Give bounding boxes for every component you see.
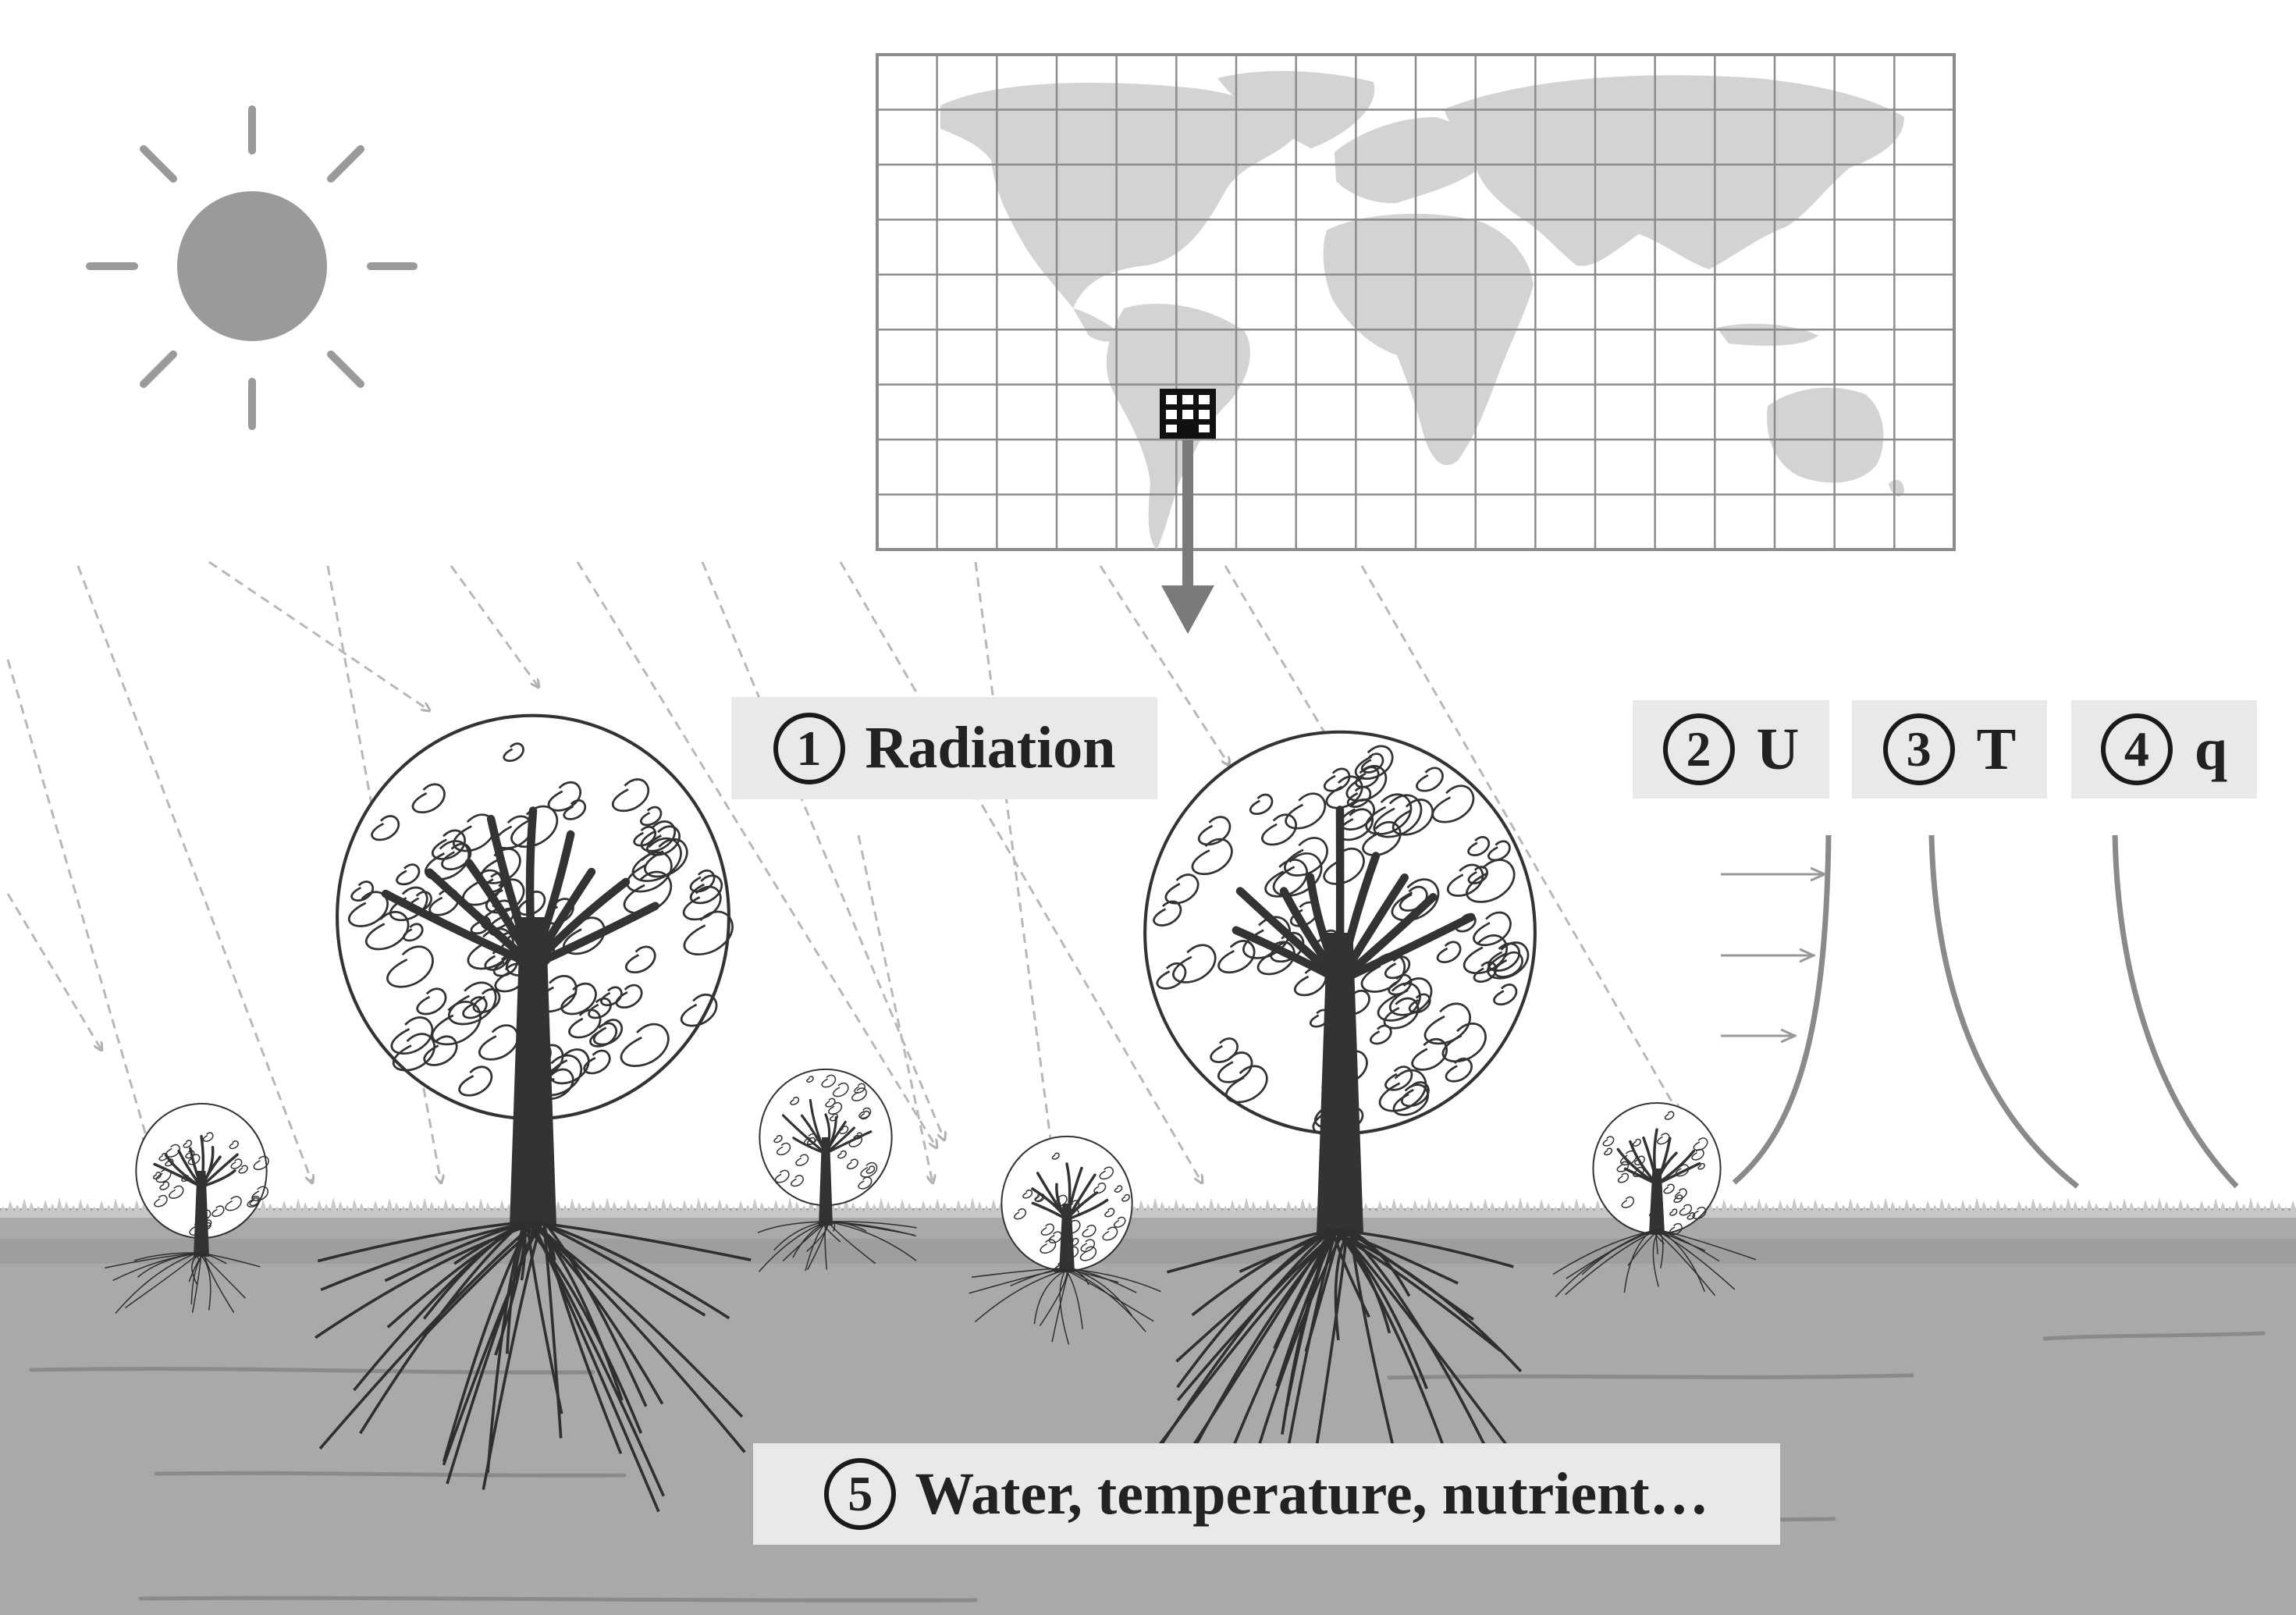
radiation-label-text: Radiation (865, 715, 1116, 781)
soil-factors-label: 5 Water, temperature, nutrient… (753, 1443, 1780, 1545)
wind-label: 2 U (1633, 700, 1829, 799)
atmospheric-profiles (1732, 834, 2239, 1189)
temperature-profile-curve (1928, 834, 2080, 1189)
radiation-ray (450, 565, 538, 687)
radiation-ray (6, 659, 148, 1144)
radiation-ray (76, 565, 312, 1183)
radiation-ray (857, 834, 933, 1183)
radiation-ray (208, 560, 429, 710)
radiation-ray (701, 561, 944, 1140)
wind-vectors (1721, 874, 1825, 1036)
tree-icon (105, 1102, 269, 1314)
tree-icon (757, 1068, 917, 1272)
tree-icon (969, 1135, 1161, 1345)
temperature-label-text: T (1976, 716, 2017, 782)
radiation-ray (839, 561, 1202, 1183)
wind-label-text: U (1756, 716, 1800, 782)
humidity-label: 4 q (2071, 700, 2257, 799)
grid-cell-icon (1160, 389, 1216, 439)
ground (0, 1197, 2296, 1615)
radiation-ray (576, 561, 937, 1147)
radiation-label: 1 Radiation (731, 697, 1157, 799)
sun-icon (86, 105, 418, 430)
vegetation (105, 713, 1757, 1537)
world-map-grid (876, 53, 1956, 551)
label-number-2: 2 (1662, 713, 1735, 785)
radiation-ray (1224, 565, 1335, 749)
radiation-ray (6, 893, 101, 1050)
downscale-arrow (1161, 440, 1214, 634)
humidity-label-text: q (2194, 716, 2228, 782)
label-number-4: 4 (2100, 713, 2173, 785)
humidity-profile-curve (2112, 834, 2239, 1189)
radiation-ray (1099, 565, 1229, 765)
radiation-ray (1360, 565, 1678, 1112)
label-number-3: 3 (1882, 713, 1955, 785)
tree-icon (315, 713, 752, 1513)
tree-icon (1552, 1102, 1757, 1298)
label-number-1: 1 (773, 712, 845, 784)
radiation-ray (974, 561, 1054, 1163)
temperature-label: 3 T (1852, 700, 2047, 799)
wind-profile-curve (1732, 834, 1832, 1185)
soil-factors-label-text: Water, temperature, nutrient… (915, 1460, 1709, 1527)
label-number-5: 5 (824, 1458, 897, 1530)
